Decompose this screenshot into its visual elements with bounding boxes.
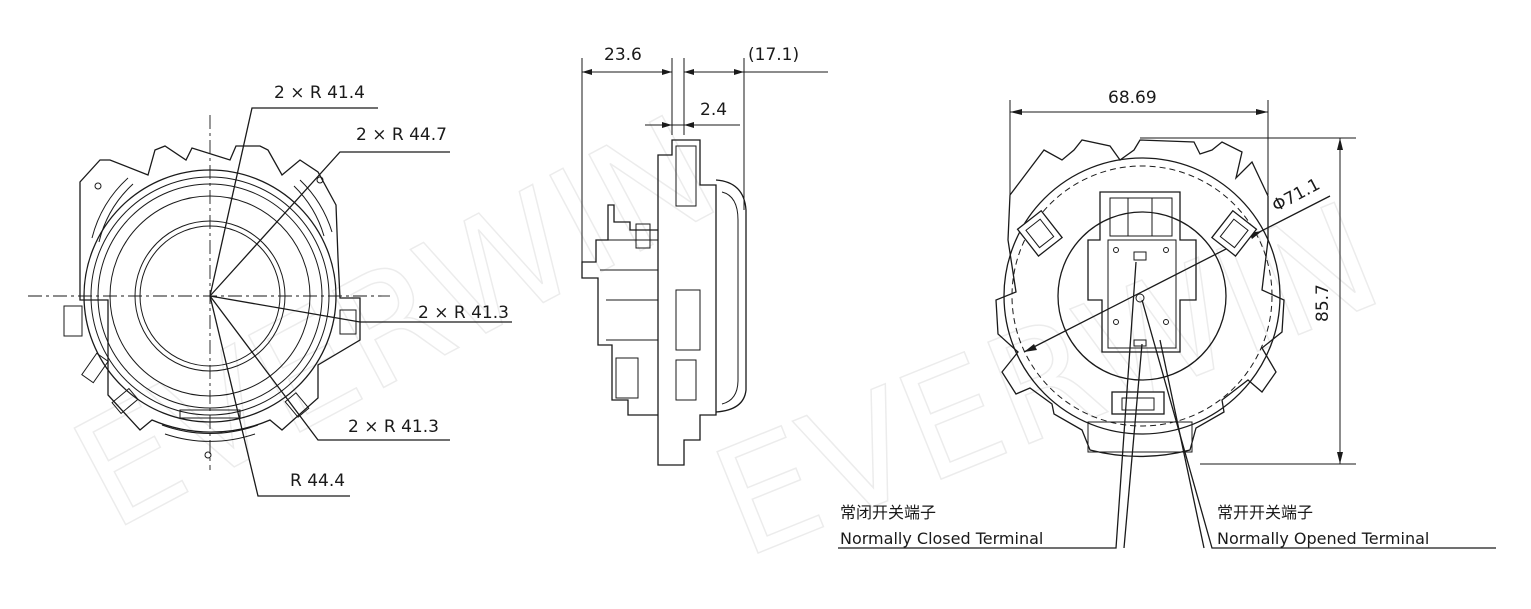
- arrow: [1337, 138, 1343, 150]
- front-tab-bottom-right: [284, 392, 310, 418]
- side-terminal-top: [635, 223, 651, 249]
- arrow: [684, 122, 694, 128]
- side-button-cap: [715, 179, 747, 413]
- leader-r3: [209, 295, 512, 323]
- front-slot-upper-right-inner: [293, 185, 325, 237]
- side-terminal-block: [615, 357, 639, 399]
- watermark-text-left: EVERWIN: [48, 83, 743, 563]
- arrow: [1024, 344, 1037, 352]
- front-view: 2 × R 41.4 2 × R 44.7 2 × R 41.3 2 × R 4…: [28, 83, 512, 497]
- arrow: [684, 69, 694, 75]
- front-slot-upper-left: [91, 177, 129, 239]
- side-view: 23.6 (17.1) 2.4: [581, 45, 828, 466]
- rear-bottom-tab: [1087, 421, 1193, 453]
- front-tab-left-upper: [63, 305, 83, 337]
- arrow: [1010, 109, 1022, 115]
- arrow: [1337, 452, 1343, 464]
- front-hole-upper-left: [94, 182, 102, 190]
- front-ring-3: [97, 183, 323, 409]
- rear-latch-right: [1210, 209, 1258, 257]
- rear-switch-top-block: [1109, 197, 1173, 237]
- front-bottom-slot-outer: [161, 424, 259, 434]
- front-slot-upper-right: [299, 179, 333, 233]
- front-slot-upper-left-inner: [98, 183, 134, 243]
- dim-r5: R 44.4: [290, 471, 345, 491]
- label-nc-en: Normally Closed Terminal: [840, 529, 1043, 548]
- rear-switch-pin-3: [1113, 319, 1119, 325]
- leader-r5: [209, 295, 350, 497]
- dim-side-thickness: 2.4: [700, 100, 727, 120]
- front-button-inner: [139, 225, 281, 367]
- arrow: [582, 69, 592, 75]
- rear-switch-pin-2: [1163, 247, 1169, 253]
- side-body-outline: [657, 139, 717, 466]
- leader-no-terminal: [1141, 299, 1496, 549]
- side-flange-top: [675, 145, 697, 207]
- dim-r3: 2 × R 41.3: [418, 303, 509, 323]
- rear-switch-frame: [1087, 191, 1197, 353]
- dim-rear-width: 68.69: [1108, 88, 1157, 108]
- front-tab-left-lower: [81, 352, 109, 384]
- rear-latch-left: [1016, 209, 1064, 257]
- front-bottom-notch: [179, 409, 241, 419]
- side-button-cap-inner: [721, 191, 739, 405]
- label-no-en: Normally Opened Terminal: [1217, 529, 1429, 548]
- rear-switch-slot-low: [1133, 339, 1147, 347]
- arrow: [1256, 109, 1268, 115]
- front-button-outer: [134, 220, 286, 372]
- front-ring-outer: [83, 169, 337, 423]
- watermark: EVERWIN EVERWIN: [47, 83, 1403, 593]
- front-tab-right: [339, 309, 357, 335]
- rear-latch-bottom-inner: [1121, 397, 1155, 411]
- arrow: [734, 69, 744, 75]
- label-no-cn: 常开开关端子: [1217, 503, 1313, 522]
- rear-housing-inner: [1057, 211, 1227, 381]
- front-ring-4: [109, 195, 311, 397]
- side-flange-low: [675, 359, 697, 401]
- rear-switch-slot: [1133, 251, 1147, 261]
- leader-r1: [209, 107, 378, 297]
- front-ring-2: [90, 176, 330, 416]
- rear-switch-center: [1135, 293, 1145, 303]
- front-hole-bottom: [204, 451, 212, 459]
- rear-switch-pin-4: [1163, 319, 1169, 325]
- side-rear-housing: [581, 204, 658, 416]
- rear-bracket-outline: [995, 139, 1285, 457]
- label-nc-cn: 常闭开关端子: [840, 503, 936, 522]
- leader-nc-terminal: [838, 261, 1137, 549]
- dim-r1: 2 × R 41.4: [274, 83, 365, 103]
- arrow: [662, 69, 672, 75]
- rear-housing-dashed: [1011, 165, 1273, 427]
- leader-r2: [209, 151, 450, 297]
- side-flange-mid: [675, 289, 701, 351]
- arrow: [662, 122, 672, 128]
- dim-side-width: 23.6: [604, 45, 642, 65]
- leader-no-terminal-2: [1159, 339, 1205, 549]
- rear-diameter-leader: [1023, 195, 1331, 353]
- front-bottom-slot-inner: [164, 433, 256, 442]
- dim-r2: 2 × R 44.7: [356, 125, 447, 145]
- dim-side-protrusion: (17.1): [748, 45, 799, 65]
- dim-r4: 2 × R 41.3: [348, 417, 439, 437]
- front-tab-bottom-left: [111, 387, 139, 415]
- front-hole-upper-right: [316, 176, 324, 184]
- rear-switch-pin-1: [1113, 247, 1119, 253]
- leader-nc-terminal-2: [1123, 343, 1143, 549]
- rear-housing-outer: [1003, 157, 1281, 435]
- front-bracket-outline: [79, 145, 361, 433]
- leader-r4: [209, 295, 450, 441]
- dim-rear-height: 85.7: [1313, 284, 1333, 322]
